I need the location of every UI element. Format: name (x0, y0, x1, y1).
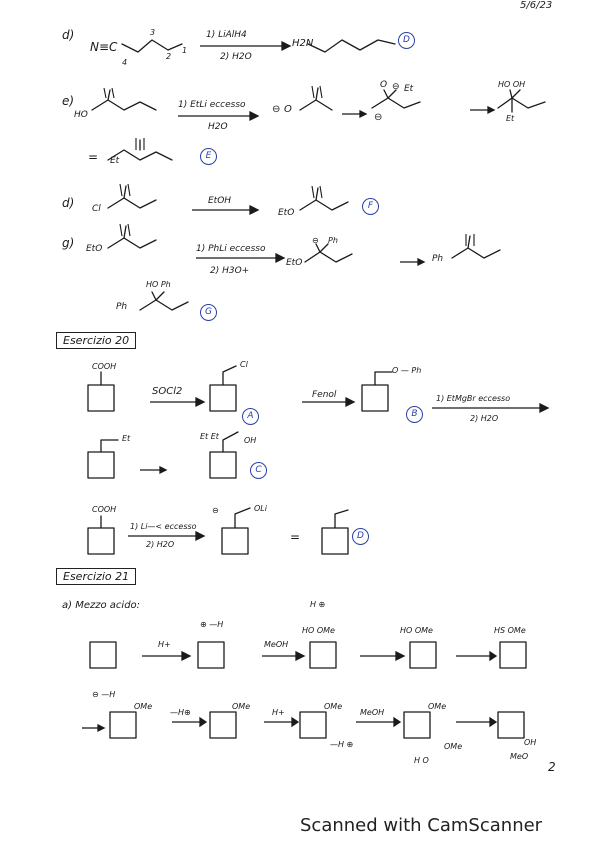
subtitle: a) Mezzo acido: (62, 600, 141, 611)
product-label-g: G (200, 304, 217, 321)
page-number: 2 (548, 760, 556, 774)
reagent-top: 1) PhLi eccesso (196, 244, 266, 254)
nitrile-skeleton (121, 39, 183, 53)
product-label-d: D (352, 528, 369, 545)
exercise-heading: Esercizio 21 (56, 568, 137, 585)
reagent-bottom: H2O (208, 122, 228, 132)
nitrile-group: N≡C (90, 40, 118, 54)
amine-skeleton (307, 39, 396, 53)
reagent-top: 1) LiAlH4 (206, 30, 247, 40)
product-label-a: A (242, 408, 259, 425)
acid-skeleton (91, 99, 157, 111)
amine-group: H2N (292, 38, 314, 49)
reagent: Fenol (312, 390, 337, 400)
product-label-e: E (200, 148, 217, 165)
page-date: 5/6/23 (520, 0, 553, 11)
reagent-bottom: 2) H2O (146, 540, 175, 549)
product-label-f: F (362, 198, 379, 215)
product-label-b: B (406, 406, 423, 423)
reagent: SOCl2 (152, 386, 183, 397)
product-label-c: C (250, 462, 267, 479)
exercise-heading: Esercizio 20 (56, 332, 137, 349)
reagent-bottom: 2) H2O (470, 414, 499, 423)
section-letter: d) (62, 28, 75, 42)
reagent-top: 1) Li—< eccesso (130, 522, 197, 531)
product-label-d: D (398, 32, 415, 49)
reagent-top: 1) EtMgBr eccesso (436, 394, 511, 403)
reagent: EtOH (208, 196, 232, 206)
reagent-bottom: 2) H2O (220, 52, 252, 62)
scanner-watermark: Scanned with CamScanner (300, 815, 543, 836)
reagent-top: 1) EtLi eccesso (178, 100, 246, 110)
reagent-bottom: 2) H3O+ (210, 266, 250, 276)
